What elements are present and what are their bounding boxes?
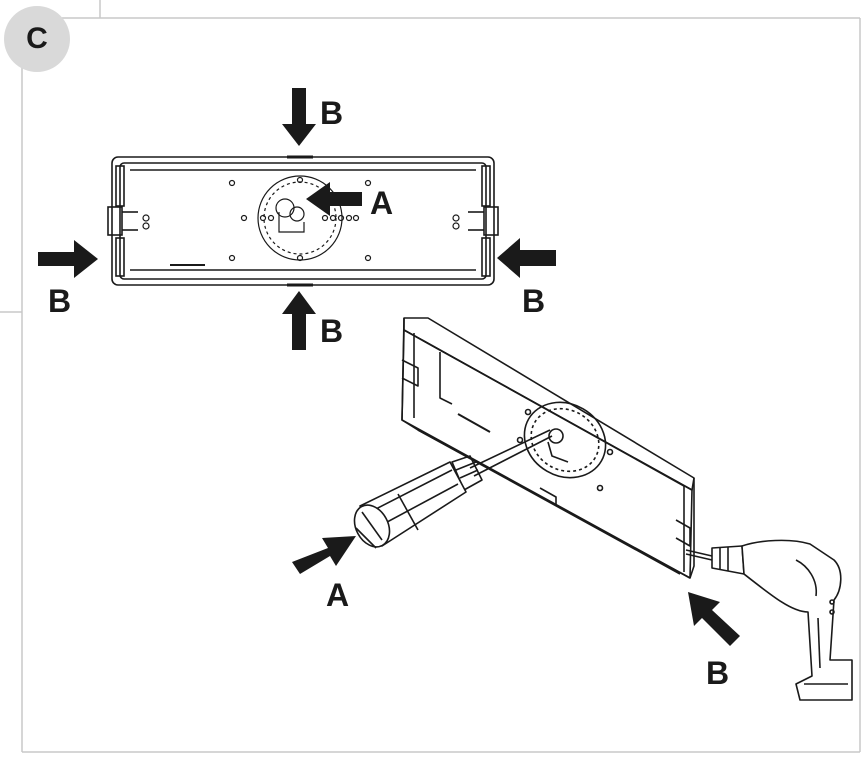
arrow-icon-bottom-b	[282, 291, 316, 350]
drill-icon	[685, 539, 853, 701]
callout-left-b: B	[48, 283, 71, 319]
housing-top-view	[107, 155, 499, 287]
arrow-icon-drill-b	[688, 592, 740, 646]
callout-center-a: A	[370, 185, 393, 221]
callout-right-b: B	[522, 283, 545, 319]
step-badge: C	[4, 6, 70, 72]
arrow-icon-left-b	[38, 240, 98, 278]
arrow-icon-center-a	[306, 182, 362, 216]
callout-drill-b: B	[706, 655, 729, 691]
arrow-icon-right-b	[497, 238, 556, 278]
arrow-icon-top-b	[282, 88, 316, 146]
callout-bottom-b: B	[320, 313, 343, 349]
arrow-icon-screwdriver-a	[292, 536, 356, 574]
screwdriver-icon	[353, 429, 553, 549]
callout-top-b: B	[320, 95, 343, 131]
callout-screwdriver-a: A	[326, 577, 349, 613]
housing-perspective	[401, 317, 695, 579]
housing-mounting-holes	[142, 175, 460, 266]
step-letter: C	[26, 22, 48, 55]
